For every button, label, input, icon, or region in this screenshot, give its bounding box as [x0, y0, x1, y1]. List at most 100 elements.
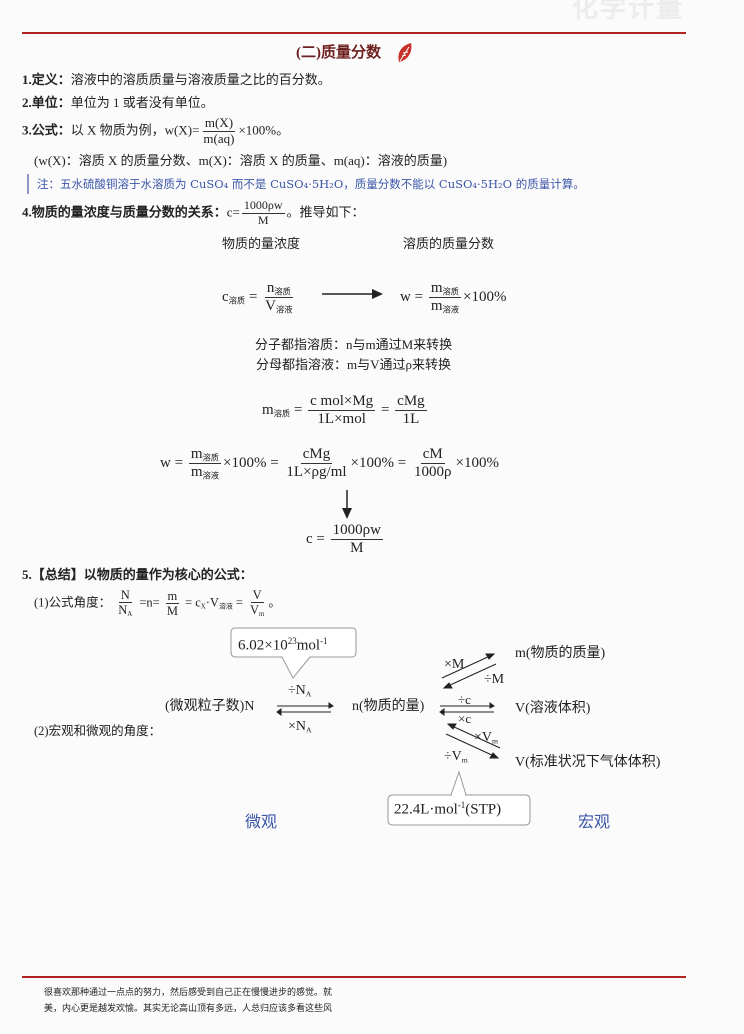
formula-fraction: m(X)m(aq) [201, 115, 236, 147]
sup: 23 [287, 636, 297, 646]
value: 6.02×10 [238, 637, 288, 654]
mul-NA-label: ×NA [288, 720, 312, 734]
unit-text: 单位为 1 或者没有单位。 [70, 95, 214, 110]
div-c-label: ÷c [458, 692, 471, 707]
denominator: 1L×mol [317, 411, 366, 428]
right-arrow-icon [322, 289, 383, 299]
header-divider [22, 32, 686, 34]
m: m [262, 402, 274, 419]
unit-label: 2.单位： [22, 95, 71, 110]
denominator: V溶液 [263, 298, 294, 315]
footer-line-2: 美，内心更是越发欢愉。其实无论高山顶有多远，人总归应该多看这些风 [44, 1003, 333, 1013]
numerator: N [118, 588, 132, 604]
sub: 溶液 [218, 603, 233, 611]
numerator: cMg [395, 393, 427, 412]
sub: 溶液 [442, 305, 459, 315]
x100: ×100% [462, 289, 507, 306]
relation-tail: 。推导如下： [286, 204, 365, 220]
denominator-note: 分母都指溶液：m与V通过ρ来转换 [256, 357, 451, 372]
down-arrow-icon [342, 490, 352, 519]
numerator: cMg [300, 446, 333, 465]
footer-line-1: 很喜欢那种通过一点点的努力，然后感受到自己正在慢慢进步的感觉。就 [44, 987, 333, 997]
m: m [190, 464, 203, 481]
numerator: V [250, 588, 264, 604]
t: ÷N [288, 683, 306, 698]
w: w [160, 455, 171, 472]
eq: = [414, 289, 424, 306]
sub: 溶质 [202, 453, 219, 463]
sub: 溶质 [442, 287, 459, 297]
div-NA-label: ÷NA [288, 684, 311, 698]
avogadro-bubble: 6.02×1023mol-1 [238, 637, 328, 653]
relation-pre: c= [226, 204, 240, 220]
mul-c-label: ×c [458, 711, 472, 726]
N: N [118, 603, 128, 618]
denominator: M [350, 540, 364, 557]
sub: 溶液 [275, 305, 293, 315]
denominator: m溶液 [189, 464, 221, 481]
sup: -1 [320, 636, 328, 646]
denominator: NA [116, 603, 134, 619]
t: ÷V [444, 749, 462, 764]
numerator-note: 分子都指溶质：n与m通过M来转换 [255, 337, 453, 352]
div-M-label: ÷M [484, 672, 505, 687]
note-bar [27, 174, 29, 194]
micro-label: 微观 [245, 814, 278, 831]
amount-of-substance: n(物质的量) [352, 699, 425, 714]
denominator: M [257, 212, 269, 227]
numerator: m(X) [202, 115, 236, 132]
sub: A [127, 611, 133, 619]
definition-label: 1.定义： [22, 72, 71, 87]
formula-text: 以 X 物质为例，w(X)= [70, 122, 200, 138]
numerator: 1000ρw [241, 198, 285, 214]
leaf-icon [398, 43, 412, 62]
denominator: 1000ρ [413, 464, 452, 481]
label: (1)公式角度： [34, 595, 112, 610]
x100: ×100% [455, 455, 499, 472]
numerator: m溶质 [428, 280, 461, 299]
heading-molarity: 物质的量浓度 [222, 236, 301, 251]
V: V [250, 603, 260, 618]
div-Vm-label: ÷Vm [444, 750, 468, 764]
diagram-lines [230, 627, 531, 826]
sub: 溶液 [202, 471, 219, 481]
sub: 溶质 [273, 409, 291, 419]
tail: (STP) [465, 801, 502, 818]
numerator: m [165, 588, 180, 605]
sub: m [461, 755, 468, 765]
denominator: 1L [402, 411, 420, 428]
V: V [265, 298, 276, 315]
macro-micro-label: (2)宏观和微观的角度： [34, 724, 162, 738]
relation-label: 4.物质的量浓度与质量分数的关系： [22, 204, 227, 220]
sub: X [200, 603, 206, 611]
mul-Vm-label: ×Vm [474, 731, 498, 745]
sub: 溶质 [228, 296, 246, 306]
formula-explanation: (w(X)：溶质 X 的质量分数、m(X)：溶质 X 的质量、m(aq)：溶液的… [34, 153, 448, 168]
numerator: m溶质 [188, 446, 221, 465]
n: n [266, 280, 275, 296]
unit: mol [296, 637, 321, 654]
denominator: m溶液 [429, 298, 461, 315]
x100: ×100% [350, 455, 395, 472]
t: ×V [474, 730, 493, 745]
sub: A [306, 725, 312, 735]
sub: A [305, 689, 312, 699]
header-watermark: 化学计量 [572, 0, 685, 23]
c: c [306, 531, 313, 548]
definition-line: 1.定义：溶液中的溶质质量与溶液质量之比的百分数。 [22, 73, 331, 86]
molar-volume-bubble: 22.4L·mol-1(STP) [394, 801, 501, 817]
w: w [400, 289, 411, 306]
denominator: m(aq) [203, 130, 235, 146]
unit-line: 2.单位：单位为 1 或者没有单位。 [22, 96, 214, 109]
